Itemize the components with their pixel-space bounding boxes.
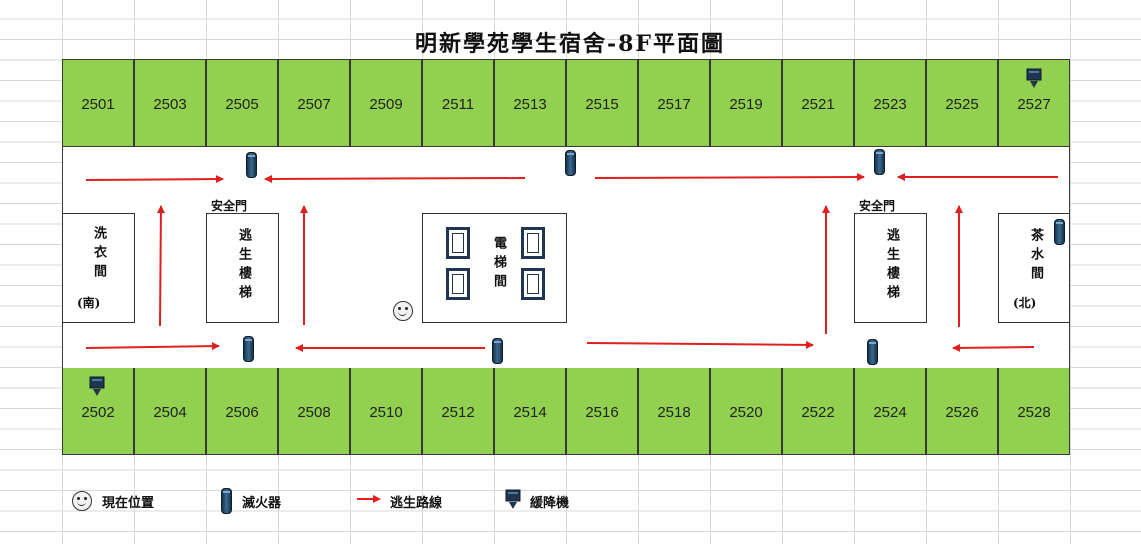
route-arrow: [85, 342, 220, 351]
room-number: 2502: [81, 403, 115, 421]
room-number: 2526: [945, 403, 979, 421]
route-arrow: [85, 175, 224, 184]
room-number: 2519: [729, 95, 763, 113]
elevator-door: [446, 268, 470, 300]
room-number: 2509: [369, 95, 403, 113]
room-2525: 2525: [926, 59, 998, 147]
room-number: 2525: [945, 95, 979, 113]
elevator-door: [446, 227, 470, 259]
laundry-direction: (南): [77, 296, 101, 310]
room-number: 2524: [873, 403, 907, 421]
legend-current-label: 現在位置: [102, 496, 155, 511]
left-safety-door-label: 安全門: [211, 199, 248, 213]
room-2508: 2508: [278, 367, 350, 455]
room-2503: 2503: [134, 59, 206, 147]
room-2526: 2526: [926, 367, 998, 455]
elevator-hall: 電梯間: [422, 213, 567, 323]
room-2504: 2504: [134, 367, 206, 455]
room-number: 2528: [1017, 403, 1051, 421]
route-arrow: [156, 205, 165, 327]
tea-label: 茶水間: [1028, 228, 1043, 285]
room-2514: 2514: [494, 367, 566, 455]
room-number: 2520: [729, 403, 763, 421]
tea-direction: (北): [1013, 296, 1037, 310]
room-number: 2507: [297, 95, 331, 113]
elevator-door: [521, 227, 545, 259]
room-number: 2517: [657, 95, 691, 113]
room-2501: 2501: [62, 59, 134, 147]
route-arrow: [952, 343, 1035, 352]
route-arrow: [264, 174, 526, 183]
elevator-door: [521, 268, 545, 300]
extinguisher-icon: [874, 149, 885, 175]
room-2524: 2524: [854, 367, 926, 455]
room-number: 2515: [585, 95, 619, 113]
left-stair-label: 逃生樓梯: [236, 228, 251, 304]
current-position-icon: [393, 301, 413, 321]
extinguisher-icon: [246, 152, 257, 178]
left-escape-stair: 逃生樓梯: [206, 213, 279, 323]
legend-extinguisher-label: 滅火器: [242, 496, 282, 511]
room-2522: 2522: [782, 367, 854, 455]
extinguisher-icon: [492, 338, 503, 364]
laundry-room: 洗衣間 (南): [62, 213, 135, 323]
right-safety-door-label: 安全門: [859, 199, 896, 213]
room-number: 2518: [657, 403, 691, 421]
extinguisher-icon: [243, 336, 254, 362]
elevator-label: 電梯間: [491, 236, 506, 293]
extinguisher-icon: [867, 339, 878, 365]
room-number: 2512: [441, 403, 475, 421]
extinguisher-icon: [565, 150, 576, 176]
room-2521: 2521: [782, 59, 854, 147]
extinguisher-icon: [1054, 219, 1065, 245]
room-2517: 2517: [638, 59, 710, 147]
room-number: 2516: [585, 403, 619, 421]
right-stair-label: 逃生樓梯: [884, 228, 899, 304]
room-number: 2522: [801, 403, 835, 421]
room-2515: 2515: [566, 59, 638, 147]
room-2505: 2505: [206, 59, 278, 147]
room-2528: 2528: [998, 367, 1070, 455]
room-number: 2506: [225, 403, 259, 421]
descender-icon: [1026, 68, 1042, 88]
room-2507: 2507: [278, 59, 350, 147]
room-number: 2505: [225, 95, 259, 113]
room-2520: 2520: [710, 367, 782, 455]
room-number: 2501: [81, 95, 115, 113]
legend-extinguisher-icon: [221, 488, 232, 514]
legend-descender-icon: [505, 489, 521, 509]
room-number: 2511: [441, 95, 475, 113]
room-2516: 2516: [566, 367, 638, 455]
room-2513: 2513: [494, 59, 566, 147]
plan-title: 明新學苑學生宿舍-8F平面圖: [414, 31, 726, 57]
laundry-label: 洗衣間: [91, 226, 106, 283]
legend-route-icon: [357, 495, 381, 503]
room-number: 2527: [1017, 95, 1051, 113]
room-2509: 2509: [350, 59, 422, 147]
room-2523: 2523: [854, 59, 926, 147]
room-2510: 2510: [350, 367, 422, 455]
room-number: 2523: [873, 95, 907, 113]
room-number: 2513: [513, 95, 547, 113]
room-number: 2508: [297, 403, 331, 421]
room-number: 2514: [513, 403, 547, 421]
room-number: 2521: [801, 95, 835, 113]
room-2511: 2511: [422, 59, 494, 147]
right-escape-stair: 逃生樓梯: [854, 213, 927, 323]
route-arrow: [594, 173, 865, 182]
room-number: 2503: [153, 95, 187, 113]
legend-current-icon: [72, 491, 92, 511]
room-number: 2510: [369, 403, 403, 421]
legend-route-label: 逃生路線: [390, 496, 443, 511]
room-2512: 2512: [422, 367, 494, 455]
room-2506: 2506: [206, 367, 278, 455]
room-number: 2504: [153, 403, 187, 421]
room-2518: 2518: [638, 367, 710, 455]
route-arrow: [586, 340, 814, 349]
descender-icon: [89, 376, 105, 396]
legend-descender-label: 緩降機: [530, 496, 570, 511]
room-2519: 2519: [710, 59, 782, 147]
